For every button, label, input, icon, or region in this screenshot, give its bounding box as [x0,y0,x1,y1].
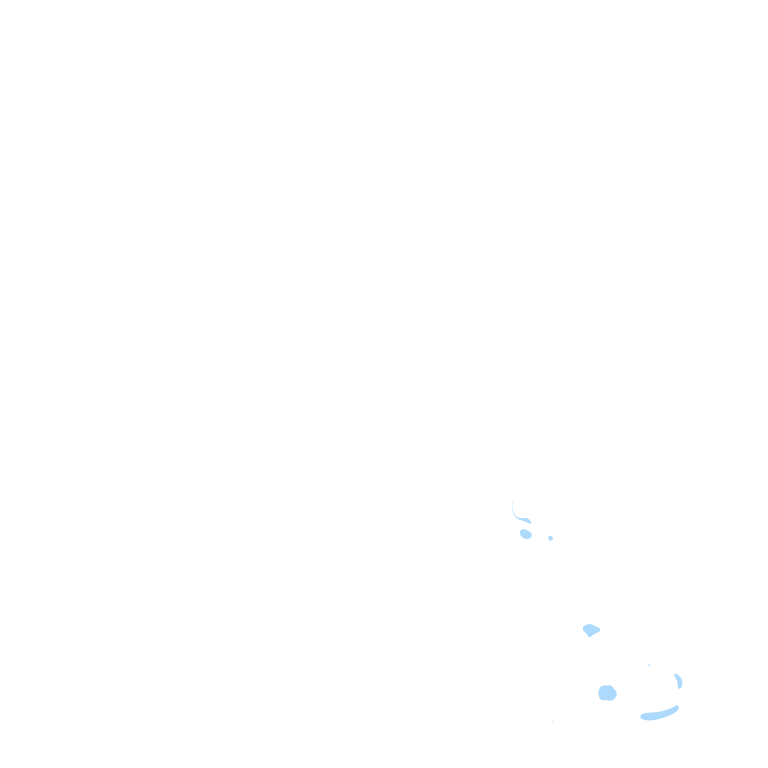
blue-splotch [640,705,679,721]
blue-splotch [598,685,617,701]
blue-splotch [548,535,553,541]
blue-splotch [512,500,532,524]
blue-splotch [551,720,554,723]
blue-splotch [583,623,601,638]
blue-splotch [674,673,683,689]
blue-splotch [648,663,651,667]
blue-splotch [520,529,532,539]
